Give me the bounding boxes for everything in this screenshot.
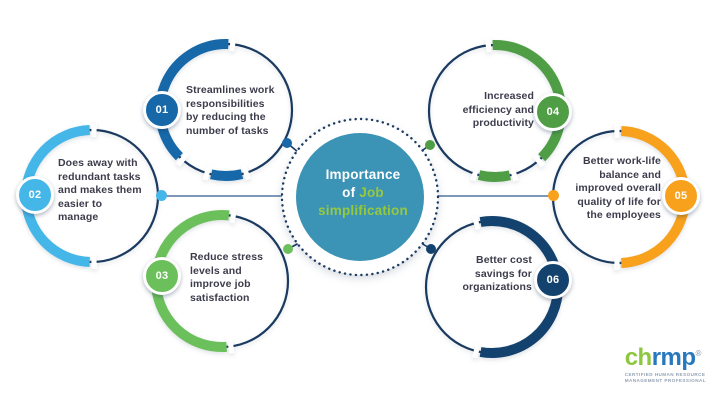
connector-dot-05 xyxy=(548,190,559,201)
ring-white-gap xyxy=(471,343,481,359)
badge-01: 01 xyxy=(143,91,181,129)
connector-dot-01 xyxy=(282,138,292,148)
connector-dot-02 xyxy=(156,190,167,201)
ring-white-gap xyxy=(227,339,235,354)
connector-dot-03 xyxy=(283,244,293,254)
central-title: Importance of Job simplification xyxy=(285,166,441,220)
badge-03: 03 xyxy=(143,257,181,295)
node-text-01: Streamlines work responsibilities by red… xyxy=(186,84,275,137)
badge-02-label: 02 xyxy=(28,189,42,201)
ring-white-gap xyxy=(484,38,492,53)
logo-part-blue: rmp xyxy=(651,343,696,371)
chrmp-tagline-line1: CERTIFIED HUMAN RESOURCE xyxy=(624,371,706,377)
ring-white-gap xyxy=(241,165,251,181)
connector-dot-04 xyxy=(425,140,435,150)
ring-white-gap xyxy=(470,166,480,182)
chrmp-tagline: CERTIFIED HUMAN RESOURCE MANAGEMENT PROF… xyxy=(625,372,706,384)
ring-white-gap xyxy=(532,153,546,168)
ring-white-gap xyxy=(175,152,189,167)
badge-04-label: 04 xyxy=(546,106,560,118)
ring-accent-arc xyxy=(155,39,229,161)
ring-white-gap xyxy=(229,208,238,224)
badge-05: 05 xyxy=(662,177,700,215)
node-text-02: Does away with redundant tasks and makes… xyxy=(58,157,142,223)
node-text-03: Reduce stress levels and improve job sat… xyxy=(190,251,264,304)
node-text-05: Better work-life balance and improved ov… xyxy=(575,155,661,221)
ring-white-gap xyxy=(202,165,212,181)
chrmp-tagline-line2: MANAGEMENT PROFESSIONAL xyxy=(624,377,706,383)
badge-01-label: 01 xyxy=(155,104,169,116)
ring-white-gap xyxy=(471,215,481,231)
registered-mark: ® xyxy=(695,348,702,358)
connector-dot-06 xyxy=(426,244,436,254)
badge-06: 06 xyxy=(534,261,572,299)
node-text-06: Better cost savings for organizations xyxy=(462,254,532,293)
ring-white-gap xyxy=(509,166,519,182)
badge-04: 04 xyxy=(534,93,572,131)
chrmp-logo: chrmp® CERTIFIED HUMAN RESOURCE MANAGEME… xyxy=(624,343,706,384)
central-title-line2: of Job xyxy=(342,185,384,200)
ring-accent-arc xyxy=(210,169,244,181)
chrmp-logo-word: chrmp® xyxy=(624,343,706,371)
ring-accent-arc xyxy=(492,40,566,162)
badge-03-label: 03 xyxy=(155,270,169,282)
badge-05-label: 05 xyxy=(674,190,688,202)
badge-06-label: 06 xyxy=(546,274,560,286)
central-circle xyxy=(280,117,440,277)
central-title-line1: Importance xyxy=(325,167,401,182)
ring-accent-arc xyxy=(477,170,511,182)
central-title-line3: simplification xyxy=(318,203,408,218)
badge-02: 02 xyxy=(16,176,54,214)
node-text-04: Increased efficiency and productivity xyxy=(462,90,534,129)
ring-white-gap xyxy=(229,37,237,52)
logo-part-green: ch xyxy=(624,343,653,371)
central-solid-circle xyxy=(296,133,424,261)
